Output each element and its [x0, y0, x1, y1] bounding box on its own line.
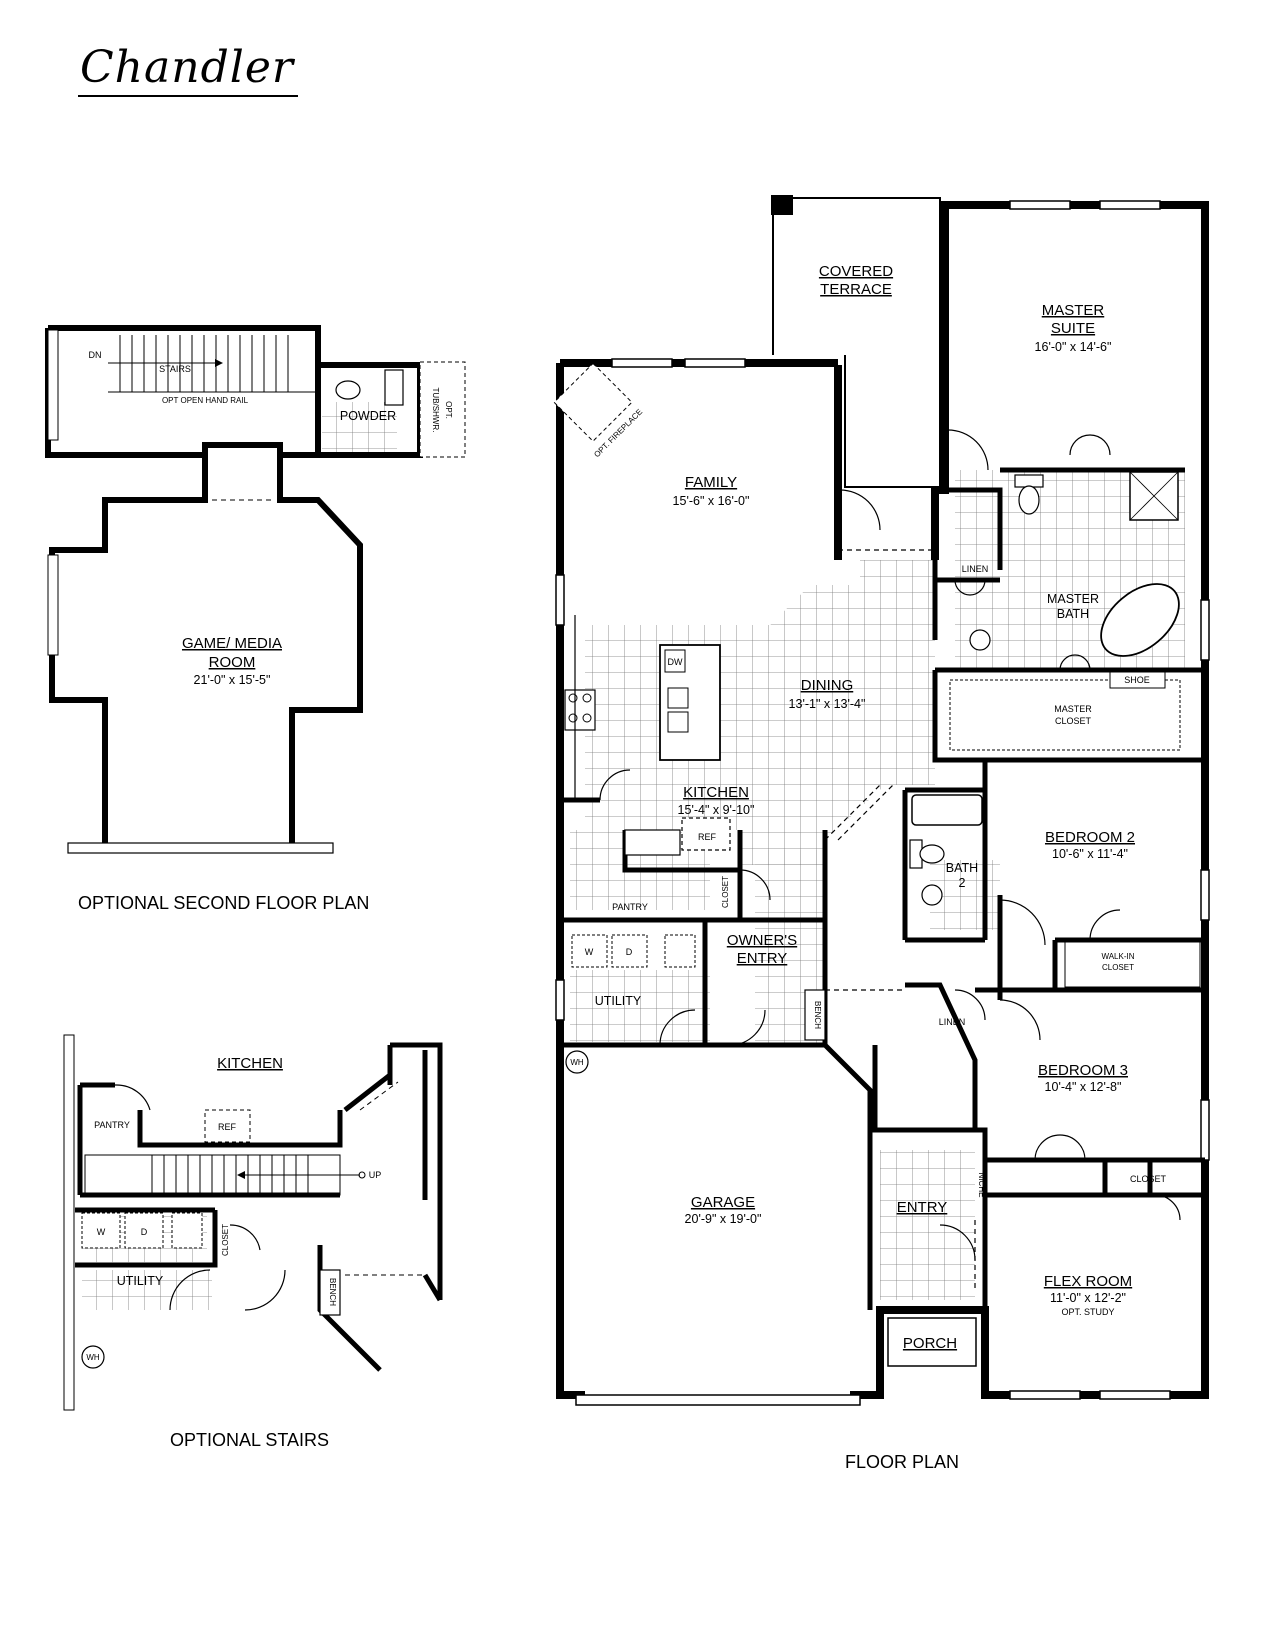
master-bath-label: MASTER	[1047, 592, 1099, 606]
caption-optional-stairs: OPTIONAL STAIRS	[170, 1430, 330, 1450]
bedroom3-label: BEDROOM 3	[1038, 1062, 1128, 1079]
plan-title: Chandler	[78, 42, 298, 97]
master-suite-label-2: SUITE	[1051, 320, 1095, 337]
entry-tile	[880, 1150, 975, 1300]
main-floor-plan: COVERED TERRACE MASTER SUITE 16'-0" x 14…	[553, 195, 1210, 1406]
flex-room-dims: 11'-0" x 12'-2"	[1050, 1291, 1126, 1305]
stairs-bench-label: BENCH	[328, 1278, 337, 1306]
pantry-label: PANTRY	[612, 902, 648, 912]
second-floor-plan: DN STAIRS OPT OPEN HAND RAIL POWDER OPT.…	[45, 325, 466, 854]
game-media-label-2: ROOM	[209, 654, 256, 671]
shoe-label: SHOE	[1124, 675, 1150, 685]
optional-stairs-plan: KITCHEN PANTRY REF UP CLOSET W D UTILITY…	[63, 1034, 443, 1411]
stairs-dryer-label: D	[141, 1227, 148, 1237]
utility-tile	[570, 970, 710, 1042]
family-label: FAMILY	[685, 474, 737, 491]
flex-room-note: OPT. STUDY	[1061, 1307, 1114, 1317]
kitchen-label: KITCHEN	[683, 784, 749, 801]
master-closet-label-2: CLOSET	[1055, 716, 1092, 726]
linen2-label: LINEN	[939, 1017, 966, 1027]
closet3-label: CLOSET	[1130, 1174, 1167, 1184]
walkin-closet-label-2: CLOSET	[1102, 963, 1134, 972]
dining-label: DINING	[801, 677, 854, 694]
bedroom2-dims: 10'-6" x 11'-4"	[1052, 847, 1128, 861]
stairs-up-label: UP	[369, 1170, 382, 1180]
porch-label: PORCH	[903, 1335, 957, 1352]
stairs-wh-label: WH	[86, 1353, 100, 1362]
utility-label: UTILITY	[595, 994, 642, 1008]
garage-dims: 20'-9" x 19'-0"	[685, 1212, 762, 1226]
master-closet-label: MASTER	[1054, 704, 1092, 714]
niche-label: NICHE	[977, 1173, 986, 1198]
stairs-pantry-label: PANTRY	[94, 1120, 130, 1130]
game-media-label: GAME/ MEDIA	[182, 635, 282, 652]
dryer-label: D	[626, 947, 633, 957]
closet-vertical-label: CLOSET	[721, 876, 730, 908]
dn-label: DN	[89, 350, 102, 360]
handrail-label: OPT OPEN HAND RAIL	[162, 396, 249, 405]
master-suite-label: MASTER	[1042, 302, 1105, 319]
master-suite-dims: 16'-0" x 14'-6"	[1035, 340, 1112, 354]
opt-tub-label: OPT.	[444, 401, 453, 419]
kitchen-dims: 15'-4" x 9'-10"	[678, 803, 755, 817]
dining-dims: 13'-1" x 13'-4"	[789, 697, 866, 711]
linen-label: LINEN	[962, 564, 989, 574]
game-media-dims: 21'-0" x 15'-5"	[194, 673, 271, 687]
cooktop	[564, 689, 596, 731]
stairs-label: STAIRS	[159, 364, 191, 374]
bench-label: BENCH	[813, 1001, 822, 1029]
covered-terrace-outline	[772, 197, 941, 488]
opt-tub-label-2: TUB/SHWR.	[431, 388, 440, 433]
wh-label: WH	[570, 1058, 584, 1067]
master-tub	[1100, 583, 1180, 657]
garage-label: GARAGE	[691, 1194, 755, 1211]
bedroom3-dims: 10'-4" x 12'-8"	[1045, 1080, 1122, 1094]
stairs-kitchen-label: KITCHEN	[217, 1055, 283, 1072]
stairs-utility-label: UTILITY	[117, 1274, 164, 1288]
covered-terrace-label: COVERED	[819, 263, 893, 280]
family-dims: 15'-6" x 16'-0"	[673, 494, 750, 508]
caption-second-floor: OPTIONAL SECOND FLOOR PLAN	[78, 893, 370, 913]
master-bath-label-2: BATH	[1057, 607, 1089, 621]
bedroom2-label: BEDROOM 2	[1045, 829, 1135, 846]
stairs-washer-label: W	[97, 1227, 106, 1237]
owners-entry-label-2: ENTRY	[737, 950, 788, 967]
powder-label: POWDER	[340, 409, 396, 423]
entry-label: ENTRY	[897, 1199, 948, 1216]
stairs-closet-label: CLOSET	[221, 1224, 230, 1256]
bath2-label: BATH	[946, 861, 978, 875]
ref-label: REF	[698, 832, 717, 842]
stairs-ref-label: REF	[218, 1122, 237, 1132]
walkin-closet-label: WALK-IN	[1101, 952, 1134, 961]
caption-floor-plan: FLOOR PLAN	[845, 1452, 960, 1472]
dw-label: DW	[668, 657, 683, 667]
flex-room-label: FLEX ROOM	[1044, 1273, 1132, 1290]
washer-label: W	[585, 947, 594, 957]
bath2-label-2: 2	[959, 876, 966, 890]
covered-terrace-label-2: TERRACE	[820, 281, 892, 298]
dining-kitchen-tile	[585, 560, 935, 865]
owners-entry-label: OWNER'S	[727, 932, 797, 949]
